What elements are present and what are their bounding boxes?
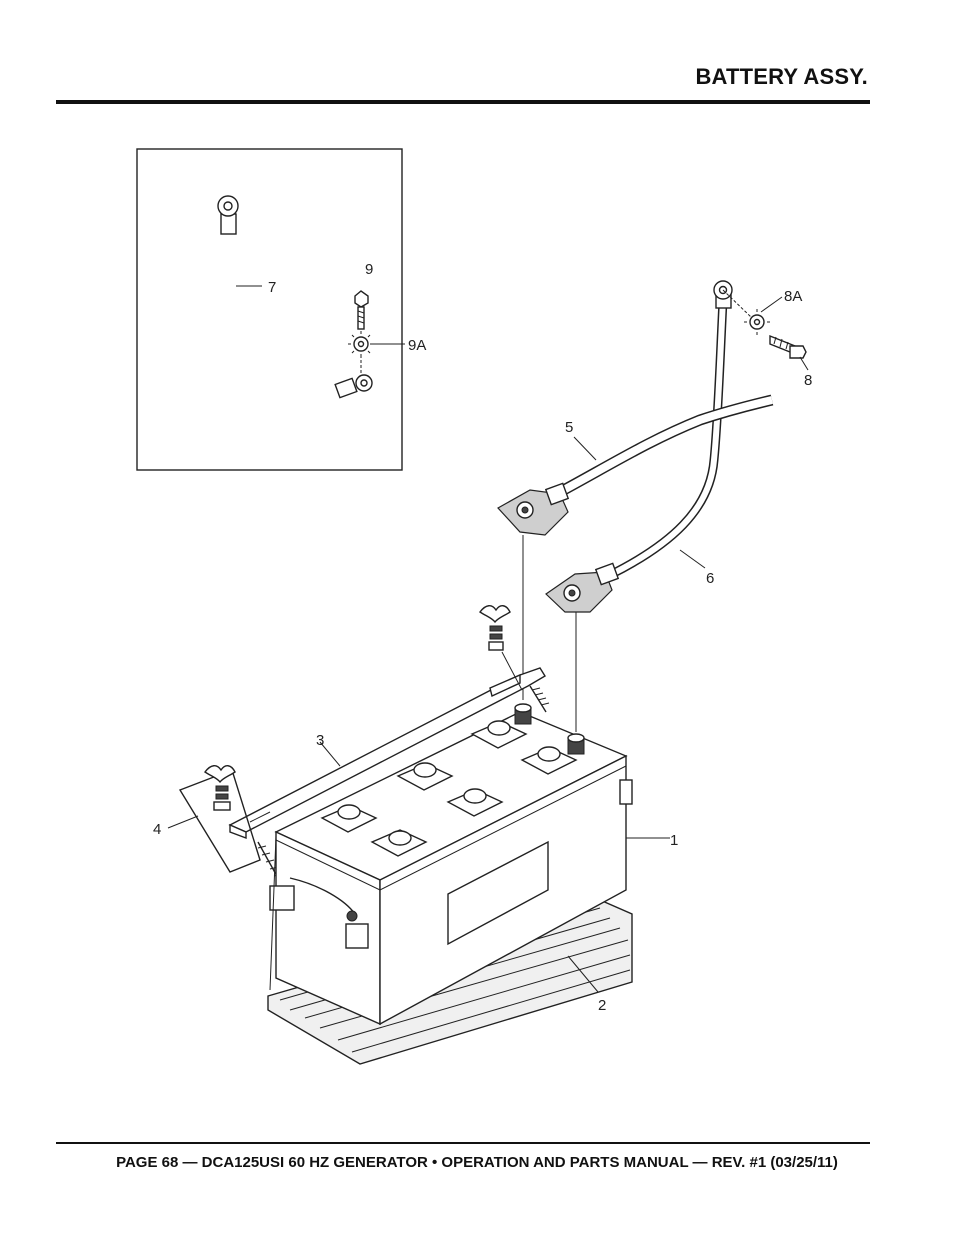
- callout-9a: 9A: [408, 337, 426, 354]
- callout-8a: 8A: [784, 288, 802, 305]
- page-title: BATTERY ASSY.: [695, 64, 868, 89]
- hold-down-bar: [228, 605, 550, 840]
- negative-cable: [557, 394, 774, 497]
- inset-ground-cable-detail: [136, 148, 405, 471]
- callout-3: 3: [316, 732, 324, 749]
- callout-2: 2: [598, 997, 606, 1014]
- header-rule: [56, 100, 870, 104]
- terminal-clamp-positive: [545, 562, 620, 732]
- callout-5: 5: [565, 419, 573, 436]
- page-footer: PAGE 68 — DCA125USI 60 HZ GENERATOR • OP…: [116, 1154, 838, 1171]
- callout-7: 7: [268, 279, 276, 296]
- callout-1: 1: [670, 832, 678, 849]
- terminal-clamp-negative: [497, 482, 570, 700]
- callout-9: 9: [365, 261, 373, 278]
- callout-4: 4: [153, 821, 161, 838]
- callout-8: 8: [804, 372, 812, 389]
- footer-rule: [56, 1142, 870, 1144]
- callout-6: 6: [706, 570, 714, 587]
- positive-cable: [607, 280, 809, 580]
- battery: [269, 703, 670, 1026]
